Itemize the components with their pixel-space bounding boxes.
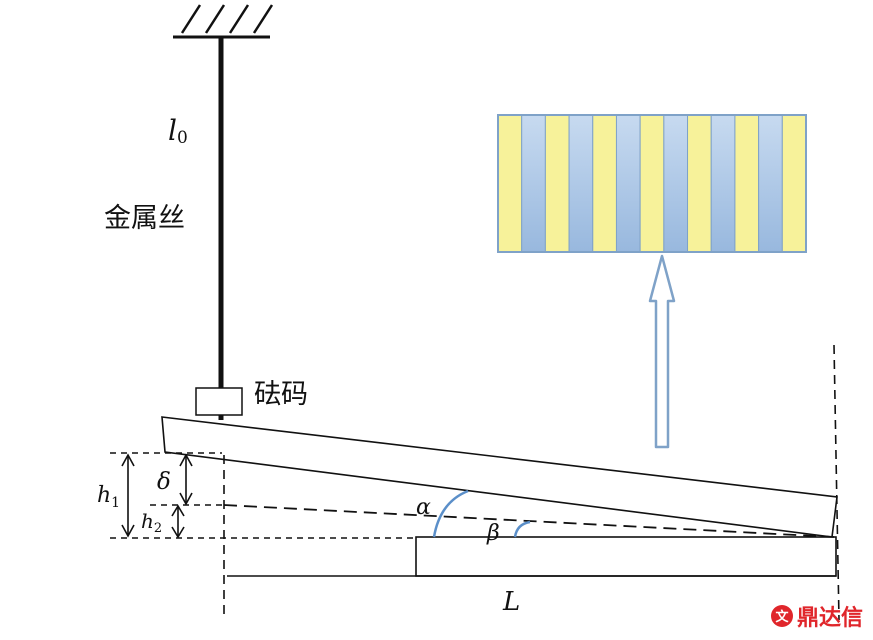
up-arrow — [648, 254, 676, 449]
bottom-glass-plate — [415, 536, 837, 577]
watermark-logo: 文 — [771, 605, 793, 627]
fringe-light-stripe — [544, 114, 570, 253]
fringe-light-stripe — [734, 114, 760, 253]
label-beta: β — [486, 521, 500, 546]
alpha-arc — [432, 489, 469, 538]
label-delta: δ — [157, 469, 171, 495]
right-vertical-dashed — [833, 344, 840, 621]
fringe-light-stripe — [592, 114, 617, 253]
label-wire: 金属丝 — [104, 203, 185, 234]
fringe-dark-stripe — [615, 114, 641, 253]
fringe-dark-stripe — [663, 114, 689, 253]
svg-text:文: 文 — [775, 609, 789, 625]
dimension-h1 — [121, 453, 135, 538]
fringe-dark-stripe — [758, 114, 783, 253]
label-L: L — [502, 587, 520, 617]
interference-fringes — [497, 114, 807, 253]
fringe-dark-stripe — [568, 114, 594, 253]
fringe-border — [497, 114, 807, 253]
fringe-light-stripe — [497, 114, 523, 253]
label-h2: h2 — [141, 509, 162, 536]
fringe-dark-stripe — [710, 114, 736, 253]
fringe-light-stripe — [687, 114, 712, 253]
fringe-light-stripe — [639, 114, 665, 253]
fringe-light-stripe — [781, 114, 807, 253]
weight-box — [195, 387, 243, 416]
dimension-h2 — [171, 504, 185, 539]
label-weight: 砝码 — [254, 379, 308, 410]
dimension-delta — [179, 453, 193, 506]
label-alpha: α — [416, 495, 431, 520]
beta-arc — [513, 520, 531, 538]
ceiling-support — [173, 4, 274, 39]
top-glass-plate — [161, 416, 838, 538]
watermark-text: 鼎达信 — [797, 605, 863, 631]
label-h1: h1 — [97, 483, 120, 511]
label-l0: l0 — [168, 114, 188, 148]
fringe-dark-stripe — [521, 114, 546, 253]
